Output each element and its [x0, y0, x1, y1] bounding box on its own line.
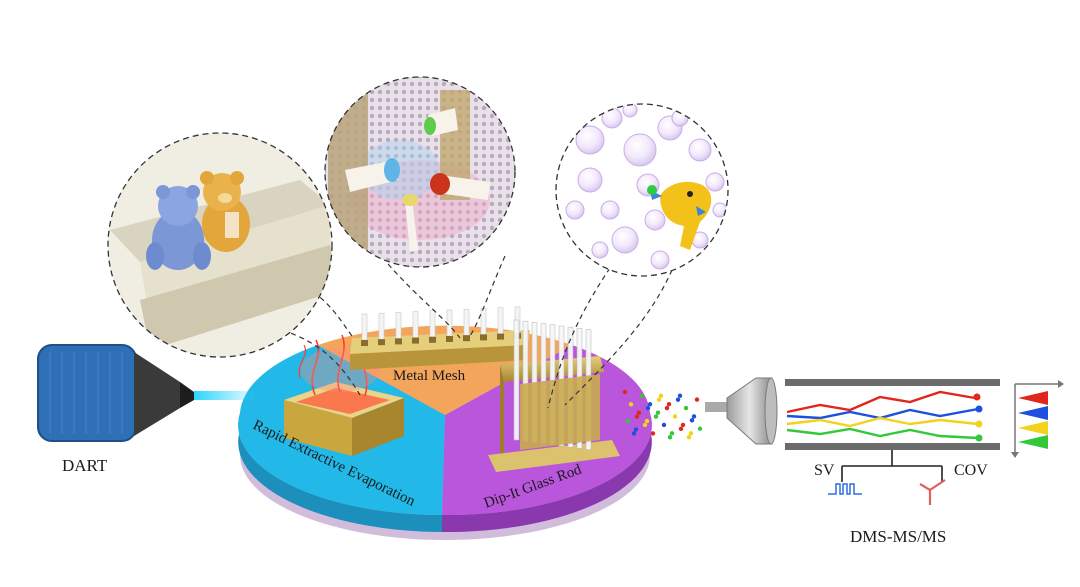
pulse-waveform-icon — [828, 483, 862, 495]
cov-label: COV — [954, 462, 988, 479]
dms-trace-panel — [785, 379, 1064, 505]
mesh-swab-icon — [328, 90, 490, 260]
heated-block — [284, 334, 404, 456]
toy-bears-inset — [107, 132, 333, 358]
trace-blue — [786, 407, 979, 420]
ramp-waveform-icon — [919, 479, 946, 505]
trace-red — [786, 390, 976, 414]
trace-yellow — [786, 416, 979, 428]
ion-spray — [622, 389, 703, 440]
bubbles-inset — [555, 103, 729, 277]
mesh-swab-inset — [324, 76, 516, 268]
dart-source-icon — [37, 344, 254, 442]
bubbles-icon — [565, 104, 728, 270]
dart-label: DART — [62, 456, 108, 475]
ms-inlet-cone-icon — [705, 377, 778, 445]
dms-ms-ms-label: DMS-MS/MS — [850, 527, 947, 546]
trace-green — [786, 427, 979, 440]
flag-peaks-icon — [1011, 380, 1064, 458]
dip-it-rod-rack — [488, 319, 620, 472]
sv-label: SV — [814, 462, 835, 479]
toy-bears-icon — [146, 171, 250, 270]
dinosaur-toy-icon — [647, 181, 712, 250]
metal-mesh-label: Metal Mesh — [393, 368, 466, 384]
